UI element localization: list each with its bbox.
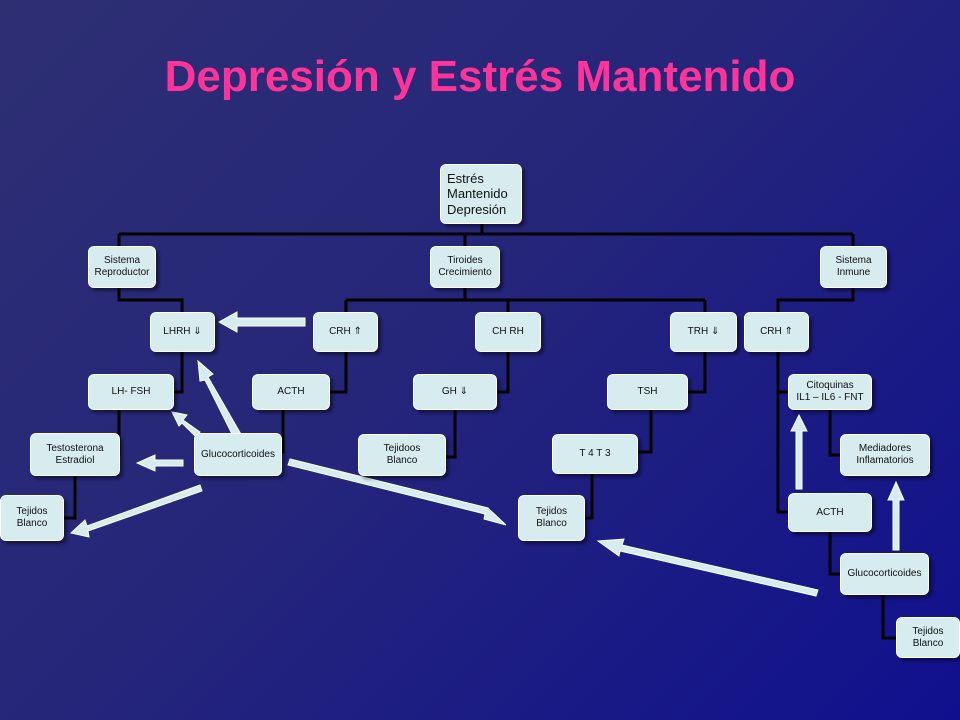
node-citoquinas: Citoquinas IL1 – IL6 - FNT [788,374,872,410]
node-acth-tiroides: ACTH [252,374,330,410]
connector-tsh-t4t3 [638,410,653,454]
node-crh-tiroides: CRH ⇑ [313,312,378,352]
arrow-acth-to-citoquinas [790,413,808,490]
node-sistema-reproductor: Sistema Reproductor [88,246,156,288]
arrow-gluco-to-testosterona [135,454,184,472]
arrow-gluco-right-to-tejidos-mid [596,538,819,597]
connector-gh-tejidoos [442,410,457,459]
connector-tiroides [344,288,707,312]
connector-t4t3-tejidos [583,474,594,520]
connector-crh-citoquinas [776,352,788,514]
connector-chrh-gh [497,352,510,394]
node-estres-mantenido: Estrés Mantenido Depresión [440,164,522,224]
node-tiroides-crecimiento: Tiroides Crecimiento [430,246,500,288]
connector-citoquinas-mediadores [828,410,840,457]
node-tejidos-blanco-tiroides: Tejidos Blanco [518,495,585,541]
node-chrh: CH RH [475,312,541,352]
arrow-gluco-to-lhrh [197,359,243,441]
connector-gluco-tejidos-right [881,594,896,640]
node-trh: TRH ⇓ [670,312,737,352]
node-mediadores-inflamatorios: Mediadores Inflamatorios [840,434,930,476]
node-tejidos-blanco-reproductor: Tejidos Blanco [0,495,64,541]
node-lh-fsh: LH- FSH [88,374,174,410]
arrow-crh-to-lhrh [217,311,306,333]
connector-root [117,222,855,246]
arrow-gluco-to-tejidos-left [69,484,203,538]
node-lhrh: LHRH ⇓ [150,312,215,352]
node-acth-inmune: ACTH [788,493,872,532]
connector-testosterona-tejidos [62,476,77,520]
node-tejidoos-blanco: Tejidoos Blanco [358,434,446,476]
node-tejidos-blanco-inmune: Tejidos Blanco [896,617,960,658]
node-testosterona-estradiol: Testosterona Estradiol [30,433,120,476]
connector-lhrh-lhfsh [174,352,184,394]
connector-trh-tsh [688,352,707,394]
connector-acth-gluco-right [828,532,840,576]
connector-inmune [776,288,855,312]
node-tsh: TSH [607,374,688,410]
connector-crh-acth [330,352,348,394]
arrow-gluco-to-tejidos-mid [287,458,507,526]
arrow-gluco-to-mediadores [887,480,905,551]
connector-reproductor [117,288,184,312]
node-sistema-inmune: Sistema Inmune [820,246,887,288]
node-glucocorticoides-inmune: Glucocorticoides [840,553,929,595]
node-glucocorticoides-tiroides: Glucocorticoides [194,433,282,476]
node-t4-t3: T 4 T 3 [552,434,638,474]
arrow-gluco-to-lhfsh [171,411,201,438]
page-title: Depresión y Estrés Mantenido [164,52,796,101]
node-gh: GH ⇓ [413,374,497,410]
node-crh-inmune: CRH ⇑ [744,312,809,352]
